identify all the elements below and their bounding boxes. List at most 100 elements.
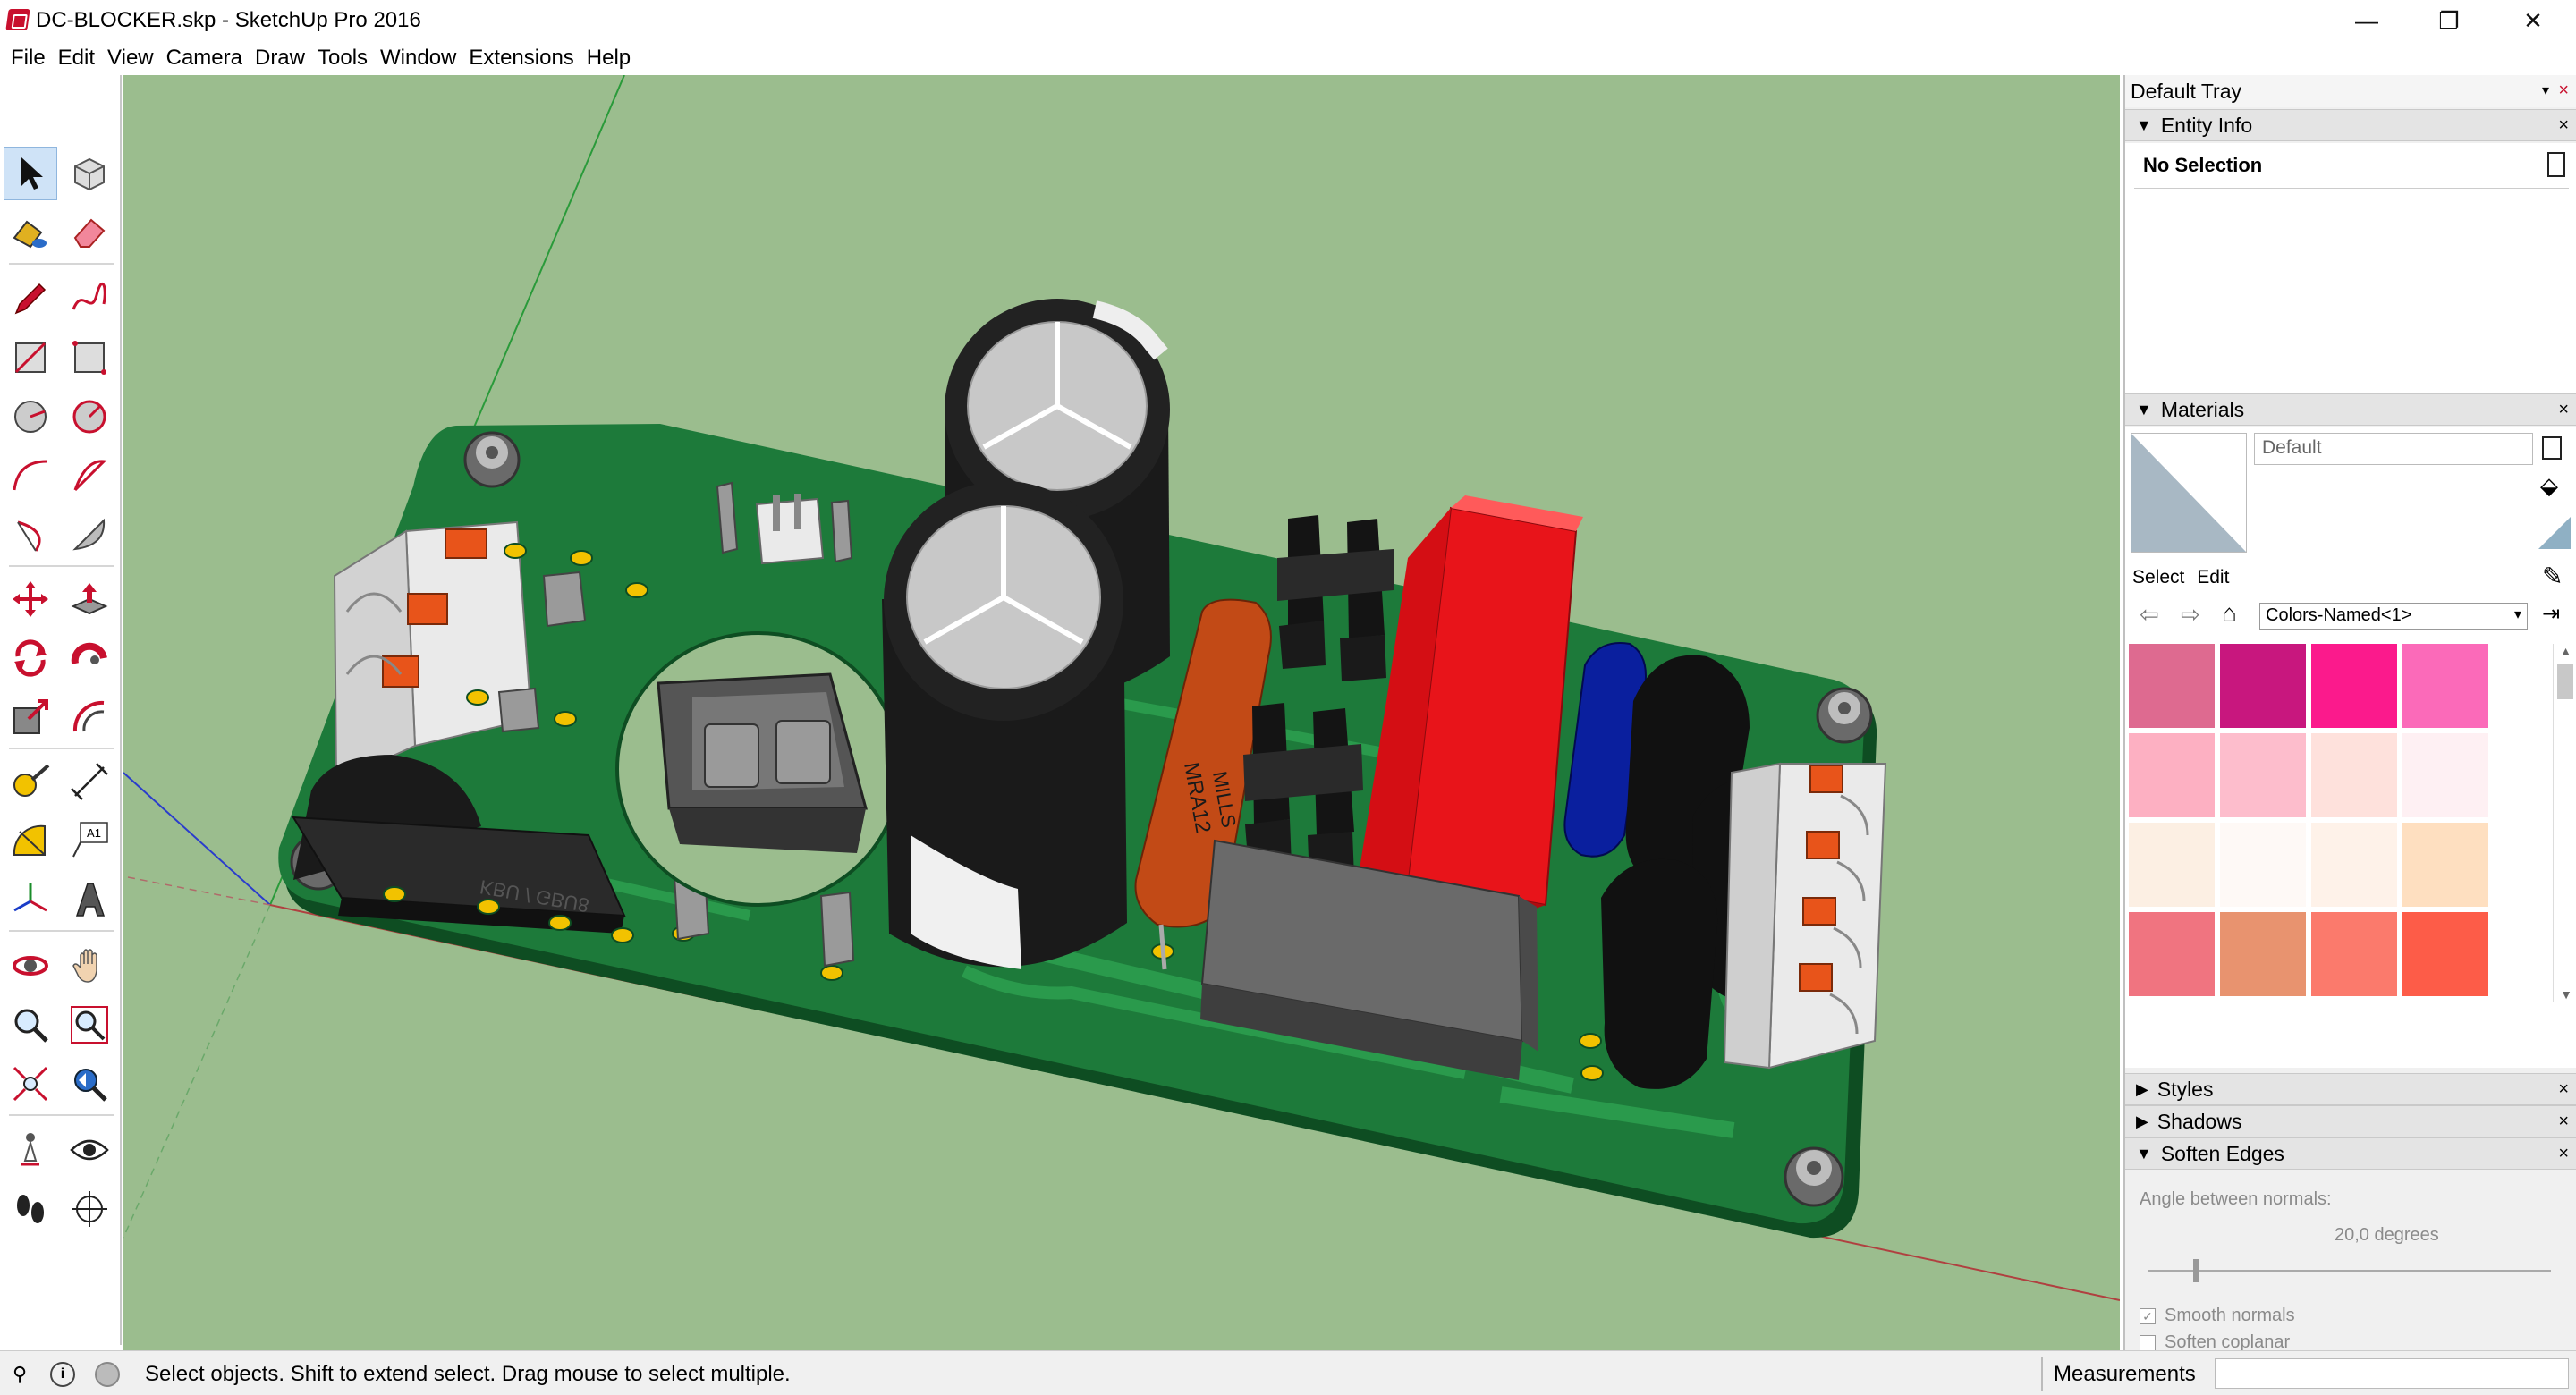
material-swatch[interactable] xyxy=(2311,823,2397,907)
material-swatch[interactable] xyxy=(2129,733,2215,817)
zoom-window-tool-button[interactable] xyxy=(63,998,116,1052)
close-tray-icon[interactable]: × xyxy=(2558,80,2569,100)
menu-view[interactable]: View xyxy=(107,46,154,70)
menu-window[interactable]: Window xyxy=(380,46,457,70)
sample-details-icon[interactable]: ⇥ xyxy=(2542,602,2561,626)
measurements-input[interactable] xyxy=(2215,1358,2569,1389)
two-point-arc-tool-button[interactable] xyxy=(63,449,116,503)
push-pull-tool-button[interactable] xyxy=(63,572,116,626)
swatch-scrollbar[interactable]: ▲ ▼ xyxy=(2553,644,2576,1002)
soften-edges-panel-header[interactable]: ▼ Soften Edges × xyxy=(2125,1137,2576,1170)
three-point-arc-tool-button[interactable] xyxy=(4,508,57,562)
menu-camera[interactable]: Camera xyxy=(165,46,242,70)
material-swatch[interactable] xyxy=(2220,912,2306,996)
offset-tool-button[interactable] xyxy=(63,690,116,744)
material-swatch[interactable] xyxy=(2129,644,2215,728)
home-icon[interactable]: ⌂ xyxy=(2222,599,2237,627)
close-panel-icon[interactable]: × xyxy=(2558,1079,2569,1099)
scroll-thumb[interactable] xyxy=(2557,664,2573,699)
section-plane-button[interactable] xyxy=(63,1182,116,1236)
material-swatch[interactable] xyxy=(2220,733,2306,817)
material-swatch[interactable] xyxy=(2311,912,2397,996)
material-swatch[interactable] xyxy=(2311,644,2397,728)
material-swatch[interactable] xyxy=(2220,644,2306,728)
material-swatch[interactable] xyxy=(2402,823,2488,907)
material-swatch[interactable] xyxy=(2220,823,2306,907)
rotated-rectangle-tool-button[interactable] xyxy=(63,331,116,385)
styles-panel-header[interactable]: ▶ Styles × xyxy=(2125,1073,2576,1105)
3d-text-tool-button[interactable] xyxy=(63,873,116,926)
line-tool-button[interactable] xyxy=(4,272,57,326)
tab-select[interactable]: Select xyxy=(2132,567,2185,588)
tab-edit[interactable]: Edit xyxy=(2197,567,2230,588)
tape-measure-tool-button[interactable] xyxy=(4,755,57,808)
model-viewport[interactable]: KBU / GBU8 xyxy=(123,75,2120,1350)
details-toggle-icon[interactable] xyxy=(2542,436,2562,460)
menu-file[interactable]: File xyxy=(11,46,46,70)
library-select[interactable]: Colors-Named<1> ▾ xyxy=(2259,603,2528,630)
text-tool-button[interactable]: A1 xyxy=(63,814,116,867)
shadows-panel-header[interactable]: ▶ Shadows × xyxy=(2125,1105,2576,1137)
menu-edit[interactable]: Edit xyxy=(57,46,96,70)
details-toggle-icon[interactable] xyxy=(2547,152,2565,177)
move-tool-button[interactable] xyxy=(4,572,57,626)
pan-tool-button[interactable] xyxy=(63,939,116,993)
close-panel-icon[interactable]: × xyxy=(2558,1112,2569,1131)
scale-tool-button[interactable] xyxy=(4,690,57,744)
maximize-button[interactable]: ❐ xyxy=(2438,6,2460,34)
material-swatch[interactable] xyxy=(2129,823,2215,907)
info-icon[interactable]: i xyxy=(50,1362,75,1387)
materials-panel-header[interactable]: ▼ Materials × xyxy=(2125,393,2576,426)
circle-tool-button[interactable] xyxy=(4,390,57,444)
pin-icon[interactable]: ▾ xyxy=(2541,83,2549,98)
close-panel-icon[interactable]: × xyxy=(2558,400,2569,419)
menu-extensions[interactable]: Extensions xyxy=(469,46,574,70)
angle-slider-thumb[interactable] xyxy=(2192,1259,2199,1282)
smooth-normals-checkbox[interactable]: ✓ xyxy=(2140,1307,2156,1324)
rotate-tool-button[interactable] xyxy=(4,631,57,685)
orbit-tool-button[interactable] xyxy=(4,939,57,993)
scroll-up-icon[interactable]: ▲ xyxy=(2559,644,2572,658)
material-swatch[interactable] xyxy=(2311,733,2397,817)
close-panel-icon[interactable]: × xyxy=(2558,1144,2569,1163)
eraser-button[interactable] xyxy=(63,206,116,259)
select-tool-button[interactable] xyxy=(4,147,57,200)
close-button[interactable]: ✕ xyxy=(2523,6,2543,34)
material-swatch[interactable] xyxy=(2402,644,2488,728)
look-around-button[interactable] xyxy=(63,1123,116,1177)
forward-arrow-icon[interactable]: ⇨ xyxy=(2181,601,2200,628)
walk-tool-button[interactable] xyxy=(4,1182,57,1236)
soften-coplanar-option[interactable]: Soften coplanar xyxy=(2140,1332,2290,1353)
minimize-button[interactable]: — xyxy=(2355,6,2378,34)
previous-view-button[interactable] xyxy=(63,1057,116,1111)
eyedropper-icon[interactable]: ✎ xyxy=(2542,562,2563,590)
polygon-tool-button[interactable] xyxy=(63,390,116,444)
protractor-tool-button[interactable] xyxy=(4,814,57,867)
menu-draw[interactable]: Draw xyxy=(254,46,305,70)
paint-bucket-button[interactable] xyxy=(4,206,57,259)
material-swatch[interactable] xyxy=(2129,912,2215,996)
angle-slider-track[interactable] xyxy=(2148,1259,2551,1282)
rectangle-tool-button[interactable] xyxy=(4,331,57,385)
zoom-tool-button[interactable] xyxy=(4,998,57,1052)
arc-tool-button[interactable] xyxy=(4,449,57,503)
back-arrow-icon[interactable]: ⇦ xyxy=(2140,601,2159,628)
position-camera-button[interactable] xyxy=(4,1123,57,1177)
material-swatch[interactable] xyxy=(2402,733,2488,817)
geo-location-icon[interactable]: ⚲ xyxy=(12,1363,28,1385)
zoom-extents-tool-button[interactable] xyxy=(4,1057,57,1111)
material-name-field[interactable]: Default xyxy=(2254,433,2533,465)
menu-help[interactable]: Help xyxy=(586,46,631,70)
entity-info-panel-header[interactable]: ▼ Entity Info × xyxy=(2125,109,2576,141)
freehand-tool-button[interactable] xyxy=(63,272,116,326)
make-component-button[interactable] xyxy=(63,147,116,200)
scroll-down-icon[interactable]: ▼ xyxy=(2560,987,2572,1002)
pie-tool-button[interactable] xyxy=(63,508,116,562)
dimension-tool-button[interactable] xyxy=(63,755,116,808)
follow-me-tool-button[interactable] xyxy=(63,631,116,685)
material-swatch[interactable] xyxy=(2402,912,2488,996)
axes-tool-button[interactable] xyxy=(4,873,57,926)
user-account-icon[interactable] xyxy=(95,1362,120,1387)
soften-coplanar-checkbox[interactable] xyxy=(2140,1334,2156,1351)
smooth-normals-option[interactable]: ✓ Smooth normals xyxy=(2140,1306,2295,1326)
